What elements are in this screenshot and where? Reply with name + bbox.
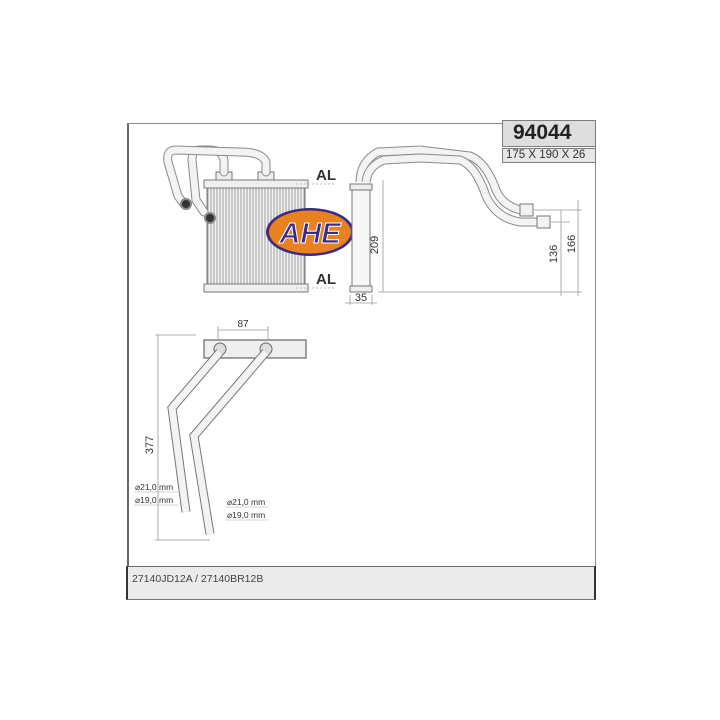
logo-text: AHE bbox=[278, 218, 342, 250]
material-bottom: AL bbox=[316, 271, 336, 288]
left-pipe-outer-diameter: ⌀21,0 mm bbox=[135, 482, 173, 492]
depth-dimension: 35 bbox=[355, 292, 367, 304]
dimensions-label: 175 X 190 X 26 bbox=[502, 148, 596, 163]
pipe-top-view: 87 377 ⌀21,0 mm ⌀19,0 mm ⌀21,0 mm ⌀19,0 … bbox=[134, 319, 307, 541]
outlet-height-2: 166 bbox=[566, 235, 578, 253]
left-pipe-inner-diameter: ⌀19,0 mm bbox=[135, 495, 173, 505]
oem-numbers-footer: 27140JD12A / 27140BR12B bbox=[126, 566, 596, 600]
part-number: 94044 bbox=[502, 120, 596, 147]
heater-core-side-view: 209 35 136 166 bbox=[345, 145, 582, 305]
outlet-height-1: 136 bbox=[548, 245, 560, 263]
material-labels: AL AL bbox=[296, 167, 336, 289]
material-top: AL bbox=[316, 167, 336, 184]
pipe-length-dimension: 377 bbox=[144, 436, 156, 454]
oem-numbers: 27140JD12A / 27140BR12B bbox=[132, 573, 264, 585]
pipe-spacing-dimension: 87 bbox=[237, 319, 249, 330]
ahe-logo: AHE bbox=[266, 208, 354, 256]
drawing-frame bbox=[127, 123, 596, 566]
right-pipe-outer-diameter: ⌀21,0 mm bbox=[227, 497, 265, 507]
height-dimension: 209 bbox=[369, 236, 381, 254]
right-pipe-inner-diameter: ⌀19,0 mm bbox=[227, 510, 265, 520]
